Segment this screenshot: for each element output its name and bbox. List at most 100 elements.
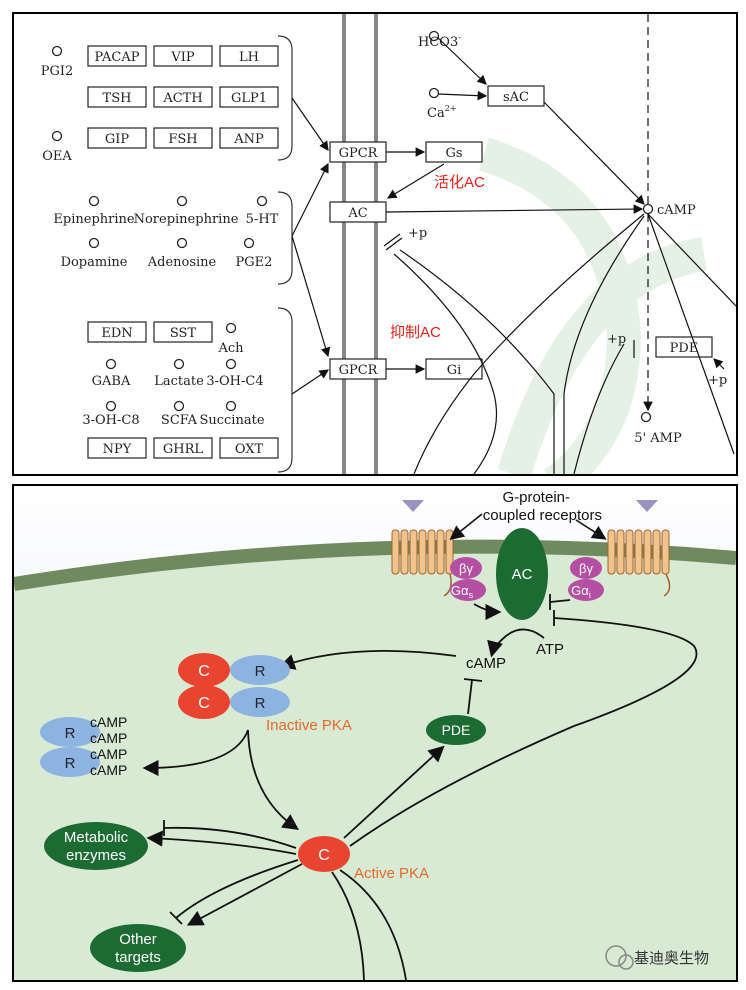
- r-label-2: R: [255, 695, 266, 712]
- label-gpcr-upper: GPCR: [339, 146, 379, 161]
- plus-p-pde-right: +p: [708, 373, 727, 388]
- compound-epinephrine: Epinephrine: [53, 212, 134, 227]
- ac-label: AC: [512, 566, 533, 583]
- box-npy[interactable]: [87, 437, 147, 459]
- r-camp-complex: [40, 717, 100, 777]
- box-sst[interactable]: [153, 321, 213, 343]
- g-beta-gamma-right: [570, 557, 602, 579]
- circle-3ohc8: [105, 400, 117, 412]
- circle-camp: [642, 203, 654, 215]
- compound-oea: OEA: [42, 149, 72, 164]
- c-label-2: C: [198, 695, 210, 712]
- compound-circles: [51, 30, 654, 423]
- plus-p-ac: +p: [408, 226, 427, 241]
- circle-pgi2: [51, 45, 63, 57]
- circle-gaba: [105, 358, 117, 370]
- ligand-triangle-right: [636, 500, 658, 512]
- active-pka[interactable]: [298, 836, 350, 872]
- label-ghrl: GHRL: [163, 442, 204, 457]
- by-right: βγ: [579, 561, 593, 576]
- compound-dopamine: Dopamine: [61, 255, 128, 270]
- circle-lactate: [173, 358, 185, 370]
- metabolic-line1: Metabolic: [64, 829, 129, 846]
- circle-epinephrine: [88, 195, 100, 207]
- label-edn: EDN: [101, 326, 132, 341]
- pathway-arrows: [291, 14, 736, 474]
- r-camp-2: cAMP: [90, 730, 127, 746]
- compound-lactate: Lactate: [154, 374, 204, 389]
- label-acth: ACTH: [162, 91, 202, 106]
- box-vip[interactable]: [153, 45, 213, 67]
- compound-norepinephrine: Norepinephrine: [134, 212, 239, 227]
- label-gs: Gs: [445, 146, 462, 161]
- label-gi: Gi: [447, 363, 462, 378]
- box-gs[interactable]: [425, 141, 483, 163]
- compound-hco3: HCO3-: [418, 33, 461, 50]
- watermark-text: 基迪奥生物: [634, 950, 709, 967]
- box-anp[interactable]: [219, 127, 279, 149]
- other-targets[interactable]: [90, 924, 186, 972]
- label-anp: ANP: [233, 132, 264, 147]
- r-camp-3: cAMP: [90, 746, 127, 762]
- gpcr-label-line2: coupled receptors: [483, 507, 602, 524]
- box-pacap[interactable]: [87, 45, 147, 67]
- r-label-1: R: [255, 663, 266, 680]
- gpcr-label-line1: G-protein-: [502, 489, 570, 506]
- gai-label: Gαi: [571, 583, 591, 600]
- metabolic-line2: enzymes: [66, 847, 126, 864]
- box-edn[interactable]: [87, 321, 147, 343]
- box-gi[interactable]: [425, 358, 483, 380]
- plus-p-pde-left: +p: [607, 332, 626, 347]
- c-label-active: C: [318, 847, 330, 864]
- pde-enzyme[interactable]: [426, 715, 486, 745]
- label-oxt: OXT: [235, 442, 264, 457]
- box-ghrl[interactable]: [153, 437, 213, 459]
- watermark: 基迪奥生物: [605, 945, 709, 970]
- label-activate-ac: 活化AC: [434, 174, 485, 191]
- box-tsh[interactable]: [87, 86, 147, 108]
- label-fsh: FSH: [168, 132, 197, 147]
- label-inhibit-ac: 抑制AC: [390, 324, 441, 341]
- circle-ca: [428, 87, 440, 99]
- gpcr-receptor-left: [391, 529, 454, 575]
- box-fsh[interactable]: [153, 127, 213, 149]
- compound-ach: Ach: [217, 341, 244, 356]
- adenylyl-cyclase[interactable]: [496, 528, 548, 620]
- circle-pge2: [243, 237, 255, 249]
- label-gip: GIP: [105, 132, 130, 147]
- inactive-pka[interactable]: [178, 653, 290, 719]
- cell-schematic: G-protein- coupled receptors AC βγ Gαs β…: [14, 486, 736, 980]
- circle-norepinephrine: [176, 195, 188, 207]
- g-alpha-s: [450, 579, 486, 601]
- box-gip[interactable]: [87, 127, 147, 149]
- circle-ach: [225, 322, 237, 334]
- box-oxt[interactable]: [219, 437, 279, 459]
- circle-dopamine: [88, 237, 100, 249]
- label-pde: PDE: [670, 341, 699, 356]
- compound-scfa: SCFA: [161, 413, 198, 428]
- circle-oea: [51, 130, 63, 142]
- label-sac: sAC: [503, 90, 529, 105]
- r-label-3: R: [65, 725, 76, 742]
- compound-5ht: 5-HT: [246, 212, 279, 227]
- circle-3ohc4: [225, 358, 237, 370]
- box-lh[interactable]: [219, 45, 279, 67]
- box-sac[interactable]: [487, 85, 545, 107]
- box-acth[interactable]: [153, 86, 213, 108]
- ligand-triangle-left: [402, 500, 424, 512]
- inactive-pka-label: Inactive PKA: [266, 717, 352, 734]
- compound-3ohc8: 3-OH-C8: [82, 413, 139, 428]
- label-glp1: GLP1: [231, 91, 267, 106]
- box-glp1[interactable]: [219, 86, 279, 108]
- compound-gaba: GABA: [92, 374, 131, 389]
- circle-succinate: [225, 400, 237, 412]
- active-pka-label: Active PKA: [354, 865, 429, 882]
- other-line2: targets: [115, 949, 161, 966]
- compound-succinate: Succinate: [199, 413, 264, 428]
- compound-adenosine: Adenosine: [147, 255, 217, 270]
- by-left: βγ: [459, 561, 473, 576]
- gas-label: Gαs: [451, 583, 474, 600]
- metabolic-enzymes[interactable]: [44, 822, 148, 870]
- camp-label: cAMP: [466, 655, 506, 672]
- compound-3ohc4: 3-OH-C4: [206, 374, 263, 389]
